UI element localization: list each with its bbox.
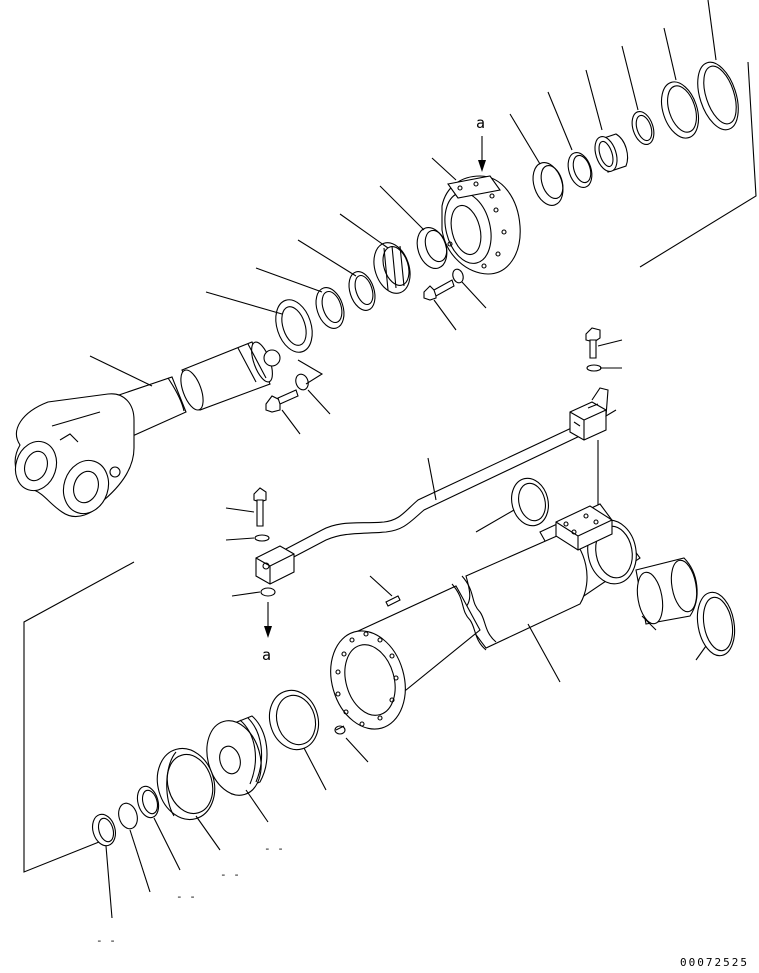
head-o-ring — [567, 151, 593, 189]
piston-wear-ring — [268, 689, 320, 751]
pipe-bolt-upper — [585, 327, 601, 359]
note-dash-1: - - — [264, 842, 284, 855]
head-bushing — [594, 133, 629, 173]
snap-ring — [631, 110, 655, 146]
leader-lines — [89, 0, 717, 919]
note-dash-2: - - — [220, 868, 240, 881]
piston-rod-end — [180, 341, 281, 411]
head-seal-large — [697, 61, 739, 131]
note-dash-3: - - — [176, 890, 196, 903]
drawing-code: 00072525 — [680, 956, 749, 969]
rear-bushing — [635, 557, 698, 625]
view-arrow-bottom: a — [262, 602, 272, 664]
backup-ring — [348, 271, 376, 311]
rod-seal — [373, 242, 411, 294]
wiper-ring — [315, 287, 345, 329]
cylinder-tube — [330, 503, 641, 730]
group-frame-top — [639, 61, 757, 268]
note-dash-4: - - — [96, 934, 116, 947]
head-dust-seal — [532, 162, 564, 206]
rod-packing-ring — [275, 299, 313, 353]
piston-o-ring — [118, 802, 138, 830]
head-bolt — [423, 279, 455, 301]
group-frame-bottom — [23, 561, 135, 873]
tube-seal-ring — [511, 477, 549, 527]
pipe-washer-upper — [586, 364, 602, 372]
rear-dust-seal — [696, 591, 736, 657]
view-mark-bottom: a — [262, 646, 271, 664]
piston — [206, 715, 268, 796]
cylinder-head — [441, 175, 521, 275]
view-arrow-top: a — [476, 114, 486, 172]
pipe-o-ring — [260, 587, 276, 597]
pipe-bolt-lower — [253, 487, 267, 527]
set-screw — [334, 725, 346, 735]
rod-bushing — [416, 227, 448, 269]
piston-backup-ring — [136, 785, 160, 819]
piston-nut — [91, 813, 117, 847]
view-mark-top: a — [476, 114, 485, 132]
rod-washer — [295, 373, 309, 391]
hydraulic-pipe — [255, 387, 617, 585]
rod-bolt — [265, 389, 299, 413]
head-backup-ring — [660, 81, 700, 139]
head-washer — [452, 268, 464, 284]
pipe-washer-lower — [254, 534, 270, 542]
piston-seal — [156, 747, 216, 821]
piston-rod — [14, 376, 187, 517]
